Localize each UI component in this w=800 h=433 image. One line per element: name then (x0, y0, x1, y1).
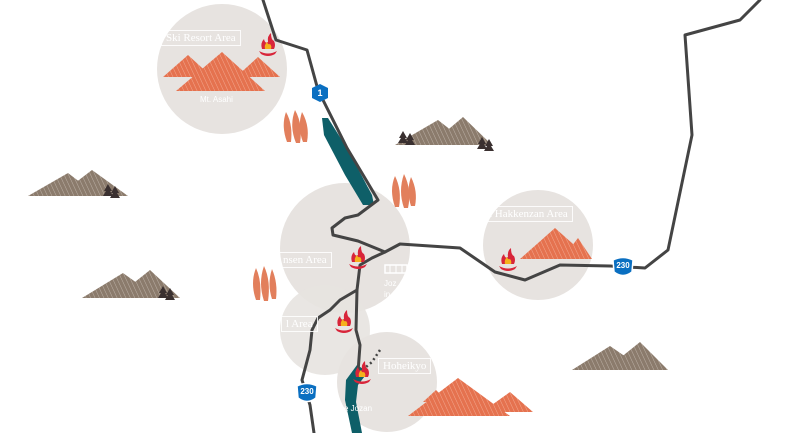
mountain-range-center-north (395, 117, 494, 151)
road-east (383, 0, 762, 282)
place-label-jozankei-sub: in (384, 290, 391, 299)
mountain-range-southwest (82, 270, 180, 300)
mountain-range-southeast (572, 342, 668, 370)
route-1-shield-icon[interactable] (312, 84, 328, 102)
autumn-trees-north (283, 110, 308, 143)
peak-label-mt-asahi: Mt. Asahi (200, 95, 233, 104)
autumn-trees-west (253, 266, 277, 301)
road-south-branch (354, 288, 362, 374)
area-label-onsen[interactable]: nsen Area (278, 252, 332, 268)
mt-asahi-mountains (163, 52, 280, 91)
autumn-trees-center (392, 174, 416, 208)
river-south (345, 365, 368, 433)
area-circle-hoheikyo[interactable] (337, 332, 437, 432)
area-label-third[interactable]: l Area (281, 316, 318, 332)
river (322, 118, 374, 205)
dam-icon (384, 264, 408, 274)
area-label-hakkenzan[interactable]: t Hakkenzan Area (484, 206, 573, 222)
route-230-east-shield-icon[interactable] (612, 256, 634, 277)
hoheikyo-mountains (408, 378, 533, 416)
route-230-south-label: 230 (300, 387, 314, 396)
area-circle-onsen[interactable] (280, 183, 410, 313)
area-label-ski-resort[interactable]: Ski Resort Area (161, 30, 241, 46)
place-label-jozankei-dam: e Jozan (344, 404, 373, 413)
route-230-south-shield-icon[interactable] (296, 382, 318, 403)
hakkenzan-mountains (520, 228, 592, 259)
area-label-hoheikyo[interactable]: Hoheikyo (378, 358, 432, 374)
route-230-east-label: 230 (616, 261, 630, 270)
route-1-label: 1 (317, 88, 323, 98)
place-label-jozankei: Joz (384, 279, 397, 288)
mountain-range-west (28, 170, 128, 198)
